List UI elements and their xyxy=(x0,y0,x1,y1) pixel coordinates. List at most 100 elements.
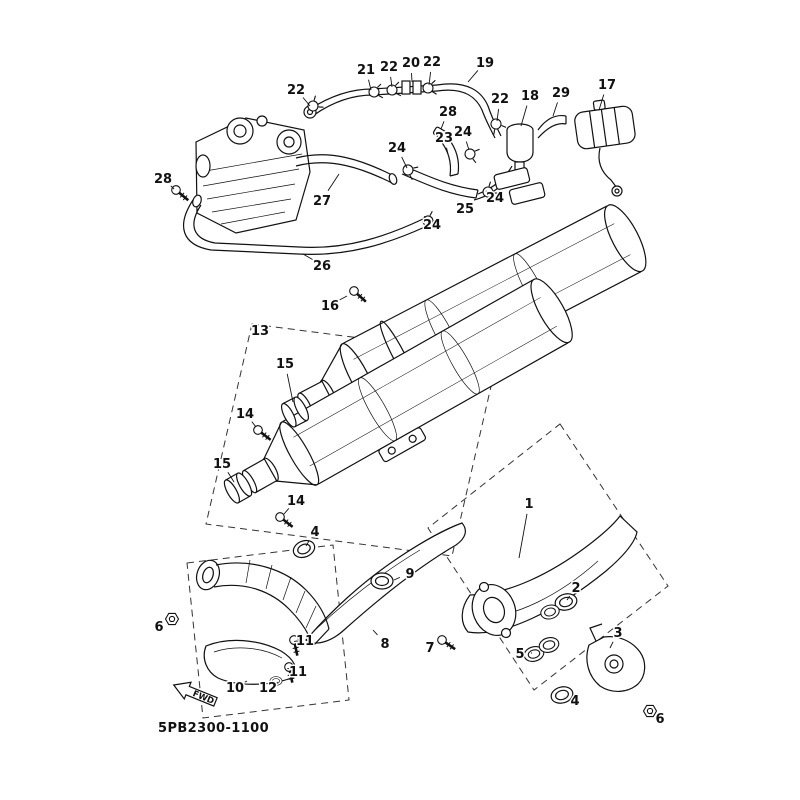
part-callout-19: 19 xyxy=(476,56,494,71)
rear-pipe-cover xyxy=(461,515,638,639)
part-callout-16: 16 xyxy=(321,299,339,314)
pipe-joint-fitting xyxy=(432,126,449,141)
callout-leader-line xyxy=(598,94,605,111)
elbow-hose xyxy=(537,114,567,139)
callout-leader-line xyxy=(411,72,413,83)
part-callout-27: 27 xyxy=(313,194,331,209)
callout-leader-line xyxy=(287,667,291,670)
part-callout-3: 3 xyxy=(613,626,622,641)
part-callout-4: 4 xyxy=(570,694,579,709)
callout-leader-line xyxy=(227,472,235,483)
mount-grommet xyxy=(370,572,394,590)
part-callout-10: 10 xyxy=(226,681,244,696)
part-callout-5: 5 xyxy=(515,647,524,662)
part-callout-15: 15 xyxy=(276,357,294,372)
part-callout-13: 13 xyxy=(251,324,269,339)
part-callout-22: 22 xyxy=(287,83,305,98)
part-callout-24: 24 xyxy=(486,191,504,206)
hose-clamp xyxy=(462,145,481,164)
part-callout-26: 26 xyxy=(313,259,331,274)
callout-leader-line xyxy=(423,215,429,221)
part-callout-2: 2 xyxy=(571,581,580,596)
part-callout-24: 24 xyxy=(423,218,441,233)
cover-bolt xyxy=(434,632,459,654)
cylinder-fins xyxy=(199,153,303,225)
one-way-valve xyxy=(401,80,422,95)
part-callout-4: 4 xyxy=(310,525,319,540)
callout-leader-line xyxy=(393,576,401,581)
muffler-stay-bracket xyxy=(586,623,646,692)
part-callout-7: 7 xyxy=(425,641,434,656)
callout-leader-line xyxy=(327,173,340,192)
callout-leader-line xyxy=(446,147,449,155)
muffler-bolt xyxy=(250,422,275,445)
dashed-box-front-pipe-assembly xyxy=(186,544,350,719)
ais-valve-cover xyxy=(574,99,636,197)
ais-pipe xyxy=(295,154,398,185)
callout-leader-line xyxy=(467,70,479,83)
part-callout-11: 11 xyxy=(296,634,314,649)
rear-cover-flange xyxy=(471,581,517,639)
callout-leader-line xyxy=(170,185,175,190)
fwd-arrow-shape xyxy=(172,681,218,707)
callout-leader-line xyxy=(273,681,279,685)
part-callout-14: 14 xyxy=(236,407,254,422)
callout-leader-line xyxy=(566,595,571,601)
callout-leader-line xyxy=(244,680,248,683)
muffler-bolt xyxy=(346,283,371,307)
callout-leader-line xyxy=(518,513,528,559)
dashed-box-muffler-assembly xyxy=(205,323,499,557)
part-callout-12: 12 xyxy=(259,681,277,696)
part-callout-22: 22 xyxy=(423,55,441,70)
part-callout-18: 18 xyxy=(521,89,539,104)
callout-leader-line xyxy=(302,253,313,260)
diagram-artwork xyxy=(164,79,669,719)
part-callout-15: 15 xyxy=(213,457,231,472)
air-induction-pipe xyxy=(183,194,428,256)
part-callout-28: 28 xyxy=(439,105,457,120)
callout-leader-line xyxy=(286,373,294,403)
fwd-arrow-label: FWD xyxy=(191,689,215,707)
front-pipe-heat-shield xyxy=(203,639,297,685)
part-callout-14: 14 xyxy=(287,494,305,509)
callout-leader-line xyxy=(251,421,257,428)
callout-leader-line xyxy=(368,79,372,91)
callout-leader-line xyxy=(552,102,558,117)
part-callout-17: 17 xyxy=(598,78,616,93)
callout-leader-line xyxy=(339,295,348,301)
callout-leader-line xyxy=(428,71,432,86)
part-callout-6: 6 xyxy=(154,620,163,635)
callout-leader-line xyxy=(390,76,393,88)
part-callout-24: 24 xyxy=(388,141,406,156)
callout-leader-line xyxy=(485,190,490,194)
callout-leader-line xyxy=(496,108,500,122)
part-callout-9: 9 xyxy=(405,567,414,582)
hose-clamp xyxy=(385,81,402,99)
air-cut-valve xyxy=(493,123,546,205)
callout-leader-line xyxy=(440,121,445,130)
front-exhaust-pipe xyxy=(195,559,330,647)
exhaust-gasket-ring xyxy=(290,536,318,562)
part-callout-8: 8 xyxy=(380,637,389,652)
part-callout-24: 24 xyxy=(454,125,472,140)
callout-leader-line xyxy=(465,141,470,151)
callout-leader-line xyxy=(401,156,408,169)
callout-leader-line xyxy=(372,629,378,636)
part-callout-23: 23 xyxy=(435,131,453,146)
diagram-code: 5PB2300-1100 xyxy=(158,721,269,736)
part-callout-1: 1 xyxy=(524,497,533,512)
hex-nut xyxy=(164,612,180,626)
dashed-box-rear-cover-assembly xyxy=(427,423,669,691)
callout-leader-line xyxy=(305,540,310,547)
muffler-lower xyxy=(241,278,573,494)
callout-leader-line xyxy=(649,712,653,715)
callout-leader-line xyxy=(609,641,614,649)
engine-assembly xyxy=(195,115,311,234)
part-callout-11: 11 xyxy=(289,665,307,680)
part-callout-22: 22 xyxy=(491,92,509,107)
part-callout-29: 29 xyxy=(552,86,570,101)
part-callout-22: 22 xyxy=(380,60,398,75)
part-callout-20: 20 xyxy=(402,56,420,71)
